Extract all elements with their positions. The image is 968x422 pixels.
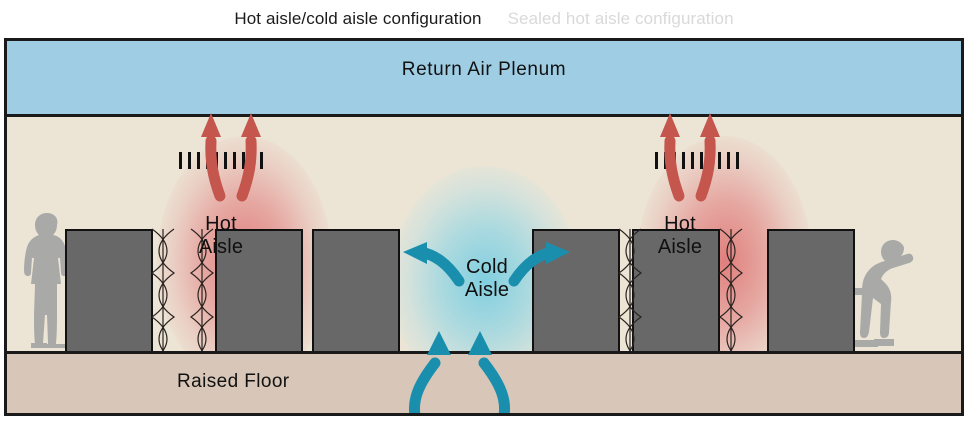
aisle-label-line-1: Cold: [466, 256, 508, 278]
raised-floor-label: Raised Floor: [177, 371, 290, 392]
configuration-tabs: Hot aisle/cold aisle configuration Seale…: [0, 0, 968, 38]
aisle-label-line-2: Aisle: [657, 236, 703, 259]
aisle-label-line-2: Aisle: [464, 279, 510, 302]
ceiling-grille-icon: [655, 152, 739, 169]
hot-aisle-left-label: Hot Aisle: [185, 213, 257, 259]
hot-aisle-right-label: Hot Aisle: [644, 213, 716, 259]
aisle-label-line-2: Aisle: [198, 236, 244, 259]
return-air-plenum-region: [7, 41, 961, 114]
tab-hot-aisle-cold-aisle[interactable]: Hot aisle/cold aisle configuration: [234, 9, 482, 28]
cold-aisle-label: Cold Aisle: [448, 256, 526, 302]
return-air-plenum-label: Return Air Plenum: [401, 59, 567, 80]
ceiling-grille-icon: [179, 152, 263, 169]
aisle-label-line-1: Hot: [205, 213, 237, 235]
tab-sealed-hot-aisle[interactable]: Sealed hot aisle configuration: [507, 9, 734, 28]
aisle-label-line-1: Hot: [664, 213, 696, 235]
ceiling-line: [7, 114, 961, 117]
raised-floor-region: [7, 354, 961, 413]
datacenter-cooling-diagram: Return Air Plenum: [4, 38, 964, 416]
